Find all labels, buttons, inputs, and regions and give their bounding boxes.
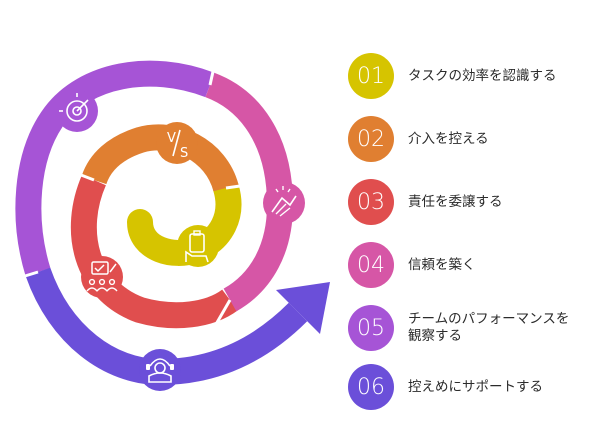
- step-06: 06 控えめにサポートする: [348, 364, 588, 410]
- step-05-number: 05: [348, 305, 394, 351]
- target-icon: [56, 90, 98, 132]
- step-02: 02 介入を控える: [348, 116, 588, 162]
- step-01: 01 タスクの効率を認識する: [348, 53, 588, 99]
- svg-text:V: V: [167, 131, 176, 146]
- step-03-number: 03: [348, 179, 394, 225]
- step-06-label: 控えめにサポートする: [408, 378, 543, 395]
- versus-icon: V S: [156, 122, 198, 164]
- support-person-icon: [139, 349, 181, 391]
- spiral-segment-orange: [81, 124, 239, 193]
- step-01-number: 01: [348, 53, 394, 99]
- step-05: 05 チームのパフォーマンスを観察する: [348, 305, 588, 351]
- step-01-label: タスクの効率を認識する: [408, 67, 557, 84]
- step-02-number: 02: [348, 116, 394, 162]
- step-05-label: チームのパフォーマンスを観察する: [408, 311, 570, 344]
- step-02-label: 介入を控える: [408, 130, 489, 147]
- step-04: 04 信頼を築く: [348, 242, 588, 288]
- step-06-number: 06: [348, 364, 394, 410]
- step-04-number: 04: [348, 242, 394, 288]
- spiral-arrow-head: [276, 282, 330, 334]
- clipboard-hand-icon: [177, 225, 219, 267]
- team-checklist-icon: [81, 256, 123, 298]
- svg-text:S: S: [180, 146, 188, 161]
- step-04-label: 信頼を築く: [408, 256, 476, 273]
- spiral-segment-purple: [15, 60, 215, 276]
- handshake-icon: [263, 182, 305, 224]
- step-03-label: 責任を委譲する: [408, 193, 503, 210]
- step-03: 03 責任を委譲する: [348, 179, 588, 225]
- spiral-segment-red: [70, 174, 238, 329]
